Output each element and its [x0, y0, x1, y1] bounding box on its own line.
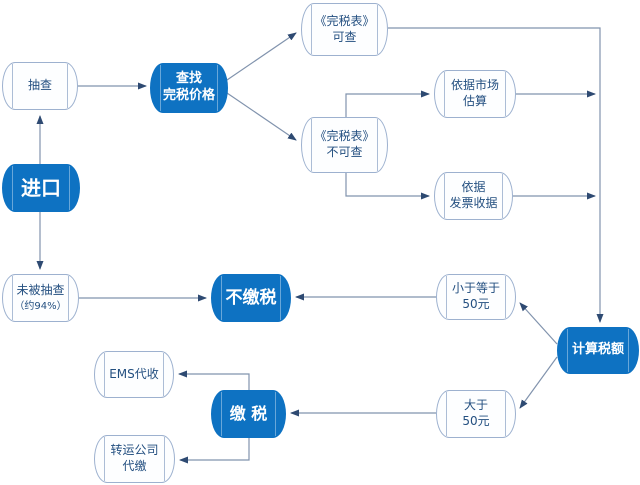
node-duty-table-unavailable-label: 《完税表》 不可查 — [314, 129, 375, 159]
node-transfer-company-label: 转运公司 代缴 — [110, 443, 159, 473]
node-duty-table-available: 《完税表》 可查 — [301, 3, 388, 56]
node-no-tax-label: 不缴税 — [225, 287, 277, 308]
edge-table-unavailable-to-invoice-receipt — [345, 173, 430, 200]
node-calculate-tax: 计算税额 — [557, 327, 639, 374]
node-ems-collect: EMS代收 — [94, 351, 174, 398]
edge-table-unavailable-to-market-estimate — [345, 90, 430, 117]
node-no-tax: 不缴税 — [211, 274, 291, 322]
node-duty-table-unavailable: 《完税表》 不可查 — [301, 117, 388, 173]
node-sampling: 抽查 — [2, 62, 78, 110]
edge-calculate-tax-to-gt-50 — [519, 356, 558, 409]
node-gt-50-yuan-label: 大于 50元 — [462, 398, 490, 428]
node-gt-50-yuan: 大于 50元 — [436, 390, 516, 438]
node-pay-tax-label: 缴 税 — [229, 403, 268, 423]
node-pay-tax: 缴 税 — [211, 390, 286, 438]
edge-find-price-to-table-available — [226, 32, 297, 81]
edge-table-available-to-calculate-tax — [388, 27, 604, 323]
node-lte-50-yuan: 小于等于 50元 — [436, 274, 516, 320]
node-import: 进口 — [2, 164, 80, 212]
edge-pay-tax-to-transfer-company — [179, 438, 250, 464]
node-ems-collect-label: EMS代收 — [109, 366, 159, 381]
node-lte-50-yuan-label: 小于等于 50元 — [451, 281, 500, 311]
edge-find-price-to-table-unavailable — [226, 92, 297, 141]
node-market-estimate: 依据市场 估算 — [434, 70, 516, 118]
node-invoice-receipt-label: 依据 发票收据 — [449, 180, 498, 210]
node-invoice-receipt: 依据 发票收据 — [434, 172, 513, 220]
node-find-dutiable-price-label: 查找 完税价格 — [162, 71, 215, 103]
edge-calculate-tax-to-lte-50 — [519, 302, 558, 345]
node-not-sampled-sublabel: （约94%） — [14, 300, 67, 312]
node-transfer-company: 转运公司 代缴 — [94, 435, 175, 483]
edge-pay-tax-to-ems-collect — [178, 370, 250, 390]
node-calculate-tax-label: 计算税额 — [571, 342, 624, 358]
node-not-sampled-label: 未被抽查 — [16, 283, 65, 298]
node-find-dutiable-price: 查找 完税价格 — [150, 63, 228, 113]
node-import-label: 进口 — [21, 176, 61, 200]
node-sampling-label: 抽查 — [27, 78, 52, 93]
node-market-estimate-label: 依据市场 估算 — [450, 78, 499, 108]
node-not-sampled: 未被抽查 （约94%） — [2, 274, 79, 322]
node-duty-table-available-label: 《完税表》 可查 — [314, 13, 375, 44]
